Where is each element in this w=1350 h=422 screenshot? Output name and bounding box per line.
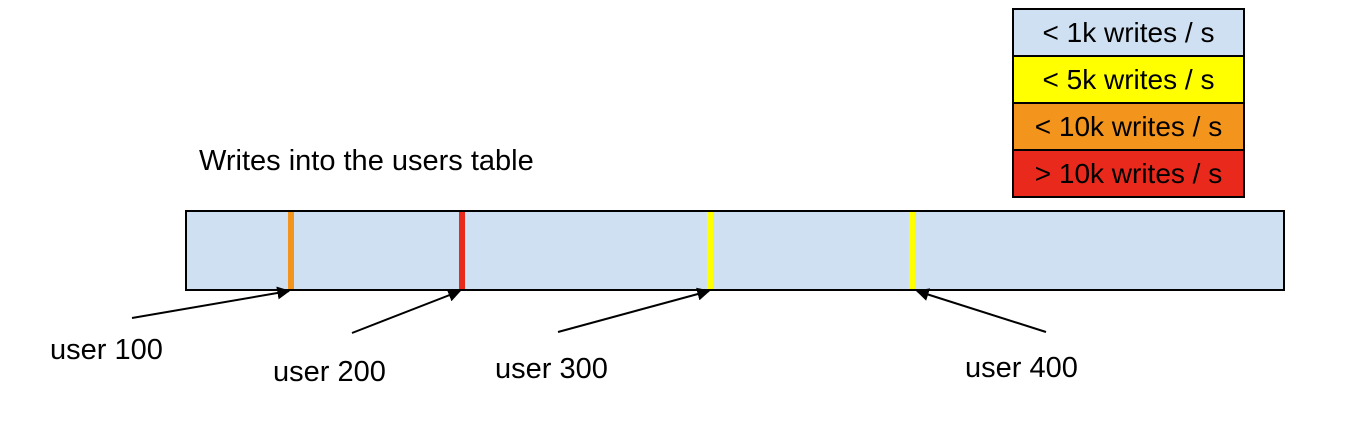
label-user-400: user 400 xyxy=(965,352,1078,384)
label-user-200: user 200 xyxy=(273,356,386,388)
legend-item-lt-1k: < 1k writes / s xyxy=(1014,10,1243,57)
legend-item-lt-5k: < 5k writes / s xyxy=(1014,57,1243,104)
marker-user-300 xyxy=(707,212,713,289)
users-table-bar xyxy=(185,210,1285,291)
legend-item-gt-10k: > 10k writes / s xyxy=(1014,151,1243,196)
marker-user-100 xyxy=(288,212,294,289)
legend-item-lt-10k-label: < 10k writes / s xyxy=(1034,110,1223,142)
label-user-100: user 100 xyxy=(50,334,163,366)
legend-item-lt-1k-label: < 1k writes / s xyxy=(1042,16,1215,48)
diagram-title: Writes into the users table xyxy=(199,145,534,177)
arrow-user-400 xyxy=(915,288,1047,333)
legend: < 1k writes / s < 5k writes / s < 10k wr… xyxy=(1012,8,1245,198)
label-user-300: user 300 xyxy=(495,353,608,385)
arrow-user-200 xyxy=(351,289,462,334)
marker-user-400 xyxy=(909,212,915,289)
legend-item-gt-10k-label: > 10k writes / s xyxy=(1034,157,1223,189)
legend-item-lt-5k-label: < 5k writes / s xyxy=(1042,63,1215,95)
arrow-user-100 xyxy=(131,286,291,319)
marker-user-200 xyxy=(459,212,465,289)
arrow-user-300 xyxy=(557,287,711,333)
legend-item-lt-10k: < 10k writes / s xyxy=(1014,104,1243,151)
